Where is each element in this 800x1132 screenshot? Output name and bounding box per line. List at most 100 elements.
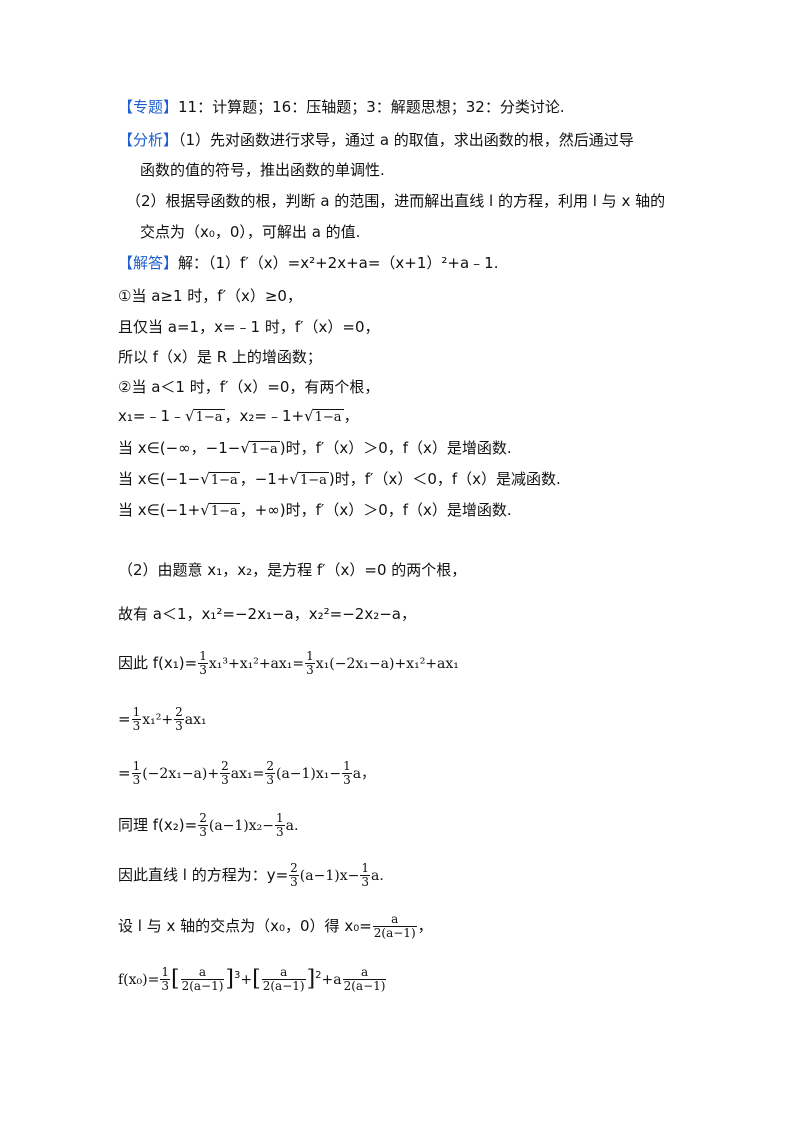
left-bracket: [: [170, 966, 180, 992]
right-bracket: ]: [306, 966, 316, 992]
sqrt-radicand: 1−a: [193, 409, 225, 425]
sqrt-radicand: 1−a: [208, 503, 240, 519]
sqrt-radicand: 1−a: [312, 409, 344, 425]
denominator: 3: [198, 663, 208, 677]
radical-sign: √: [240, 439, 250, 457]
denominator: 2(a−1): [342, 979, 387, 993]
numerator: 1: [306, 649, 314, 663]
denominator: 2(a−1): [180, 979, 225, 993]
fenxi-line-1: 【分析】（1）先对函数进行求导，通过 a 的取值，求出函数的根，然后通过导: [118, 130, 634, 150]
denominator: 3: [220, 773, 230, 787]
jieda-tag: 【解答】: [118, 254, 179, 272]
interval-2-start: 当 x∈(−1−: [118, 470, 201, 488]
expression: (a−1)x₁−: [275, 766, 342, 782]
case1-text: ①当 a≥1 时，f′（x）≥0，: [118, 287, 302, 305]
equals: =: [118, 710, 131, 728]
interval-2-line: 当 x∈(−1−√1−a，−1+√1−a)时，f′（x）＜0，f（x）是减函数.: [118, 469, 561, 489]
denominator: 3: [131, 719, 142, 733]
expression: ax₁=: [230, 766, 265, 782]
exponent: 2: [315, 970, 322, 981]
numerator: 1: [132, 759, 141, 773]
radical-sign: √: [304, 407, 314, 425]
fenxi-tag: 【分析】: [118, 131, 179, 149]
denominator: 3: [275, 825, 285, 839]
denominator: 3: [160, 979, 170, 993]
part1-line-2: 且仅当 a=1，x=﹣1 时，f′（x）=0，: [118, 317, 380, 337]
numerator: 1: [161, 965, 169, 979]
right-bracket: ]: [225, 966, 235, 992]
numerator: 2: [221, 759, 229, 773]
equality-text: 且仅当 a=1，x=﹣1 时，f′（x）=0，: [118, 318, 380, 336]
numerator: 1: [343, 759, 351, 773]
fenxi-text-1: （1）先对函数进行求导，通过 a 的取值，求出函数的根，然后通过导: [178, 131, 634, 149]
part2-line-1: （2）由题意 x₁，x₂，是方程 f′（x）=0 的两个根，: [118, 560, 466, 580]
numerator: 2: [290, 861, 298, 875]
part1-line-1: ①当 a≥1 时，f′（x）≥0，: [118, 286, 302, 306]
comma: ，: [343, 407, 359, 425]
part2-line-2: 故有 a＜1，x₁²=−2x₁−a，x₂²=−2x₂−a，: [118, 604, 416, 624]
fx1-label: 因此 f(x₁)=: [118, 654, 198, 672]
denominator: 3: [174, 719, 184, 733]
radical-sign: √: [289, 470, 299, 488]
comma: ，: [417, 917, 433, 935]
numerator: 2: [175, 705, 183, 719]
root2-label: ，x₂=﹣1+: [224, 407, 305, 425]
equals: =: [118, 764, 131, 782]
fx2-label: 同理 f(x₂)=: [118, 816, 198, 834]
interval-3-line: 当 x∈(−1+√1−a，+∞)时，f′（x）＞0，f（x）是增函数.: [118, 500, 512, 520]
sqrt-radicand: 1−a: [248, 441, 280, 457]
interval-2-end: )时，f′（x）＜0，f（x）是减函数.: [328, 470, 561, 488]
root1-label: x₁=﹣1﹣: [118, 407, 186, 425]
expression: a.: [370, 868, 384, 884]
interval-2-mid: ，−1+: [239, 470, 290, 488]
interval-1-start: 当 x∈(−∞，−1−: [118, 439, 241, 457]
expression: x₁³+x₁²+ax₁=: [208, 656, 305, 672]
numerator: a: [360, 965, 369, 979]
numerator: a: [391, 912, 399, 926]
fenxi-line-4: 交点为（x₀，0），可解出 a 的值.: [140, 222, 360, 242]
radical-sign: √: [200, 501, 210, 519]
denominator: 3: [131, 773, 142, 787]
interval-3-start: 当 x∈(−1+: [118, 501, 201, 519]
denominator: 3: [289, 875, 299, 889]
expression: (a−1)x−: [299, 868, 360, 884]
radical-sign: √: [185, 407, 195, 425]
numerator: 1: [132, 705, 141, 719]
numerator: 1: [199, 649, 207, 663]
expression: ax₁: [184, 712, 207, 728]
denominator: 2(a−1): [372, 926, 417, 940]
expression: (−2x₁−a)+: [142, 766, 220, 782]
line-eq-label: 因此直线 l 的方程为：y=: [118, 866, 289, 884]
jieda-line: 【解答】解：（1）f′（x）=x²+2x+a=（x+1）²+a﹣1.: [118, 253, 498, 273]
numerator: 1: [361, 861, 369, 875]
expression: x₁(−2x₁−a)+x₁²+ax₁: [315, 656, 459, 672]
denominator: 3: [198, 825, 208, 839]
numerator: a: [198, 965, 207, 979]
zhuanti-tag: 【专题】: [118, 98, 179, 116]
denominator: 3: [360, 875, 370, 889]
interval-1-end: )时，f′（x）＞0，f（x）是增函数.: [279, 439, 512, 457]
fenxi-text-3: （2）根据导函数的根，判断 a 的范围，进而解出直线 l 的方程，利用 l 与 …: [126, 192, 666, 210]
exponent: 3: [234, 970, 241, 981]
case2-text: ②当 a＜1 时，f′（x）=0，有两个根，: [118, 378, 380, 396]
zhuanti-line: 【专题】11：计算题；16：压轴题；3：解题思想；32：分类讨论.: [118, 97, 565, 117]
root-relations: 故有 a＜1，x₁²=−2x₁−a，x₂²=−2x₂−a，: [118, 605, 416, 623]
